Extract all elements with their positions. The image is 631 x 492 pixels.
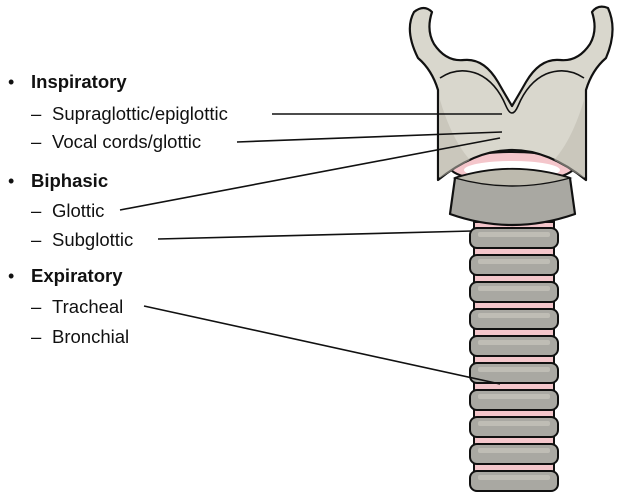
leader-vocal-cords <box>236 131 503 143</box>
bullet-biphasic: • <box>8 171 15 191</box>
tracheal-ring-highlight <box>478 394 550 399</box>
item-glottic: Glottic <box>52 200 105 221</box>
tracheal-ring <box>469 227 559 249</box>
item-dash: – <box>31 326 42 347</box>
tracheal-ring-highlight <box>478 421 550 426</box>
tracheal-ring <box>469 443 559 465</box>
bullet-expiratory: • <box>8 266 15 286</box>
tracheal-ring-highlight <box>478 232 550 237</box>
category-inspiratory: Inspiratory <box>31 71 127 92</box>
thyroid-shade-left <box>440 100 470 178</box>
item-dash: – <box>31 131 42 152</box>
trachea <box>469 221 559 492</box>
category-expiratory: Expiratory <box>31 265 123 286</box>
item-dash: – <box>31 103 42 124</box>
tracheal-ring <box>469 389 559 411</box>
tracheal-ring <box>469 308 559 330</box>
larynx <box>408 5 614 227</box>
item-bronchial: Bronchial <box>52 326 130 347</box>
item-subglottic: Subglottic <box>52 229 134 250</box>
leader-glottic <box>119 137 501 211</box>
item-vocal-cords: Vocal cords/glottic <box>52 131 202 152</box>
tracheal-ring-highlight <box>478 367 550 372</box>
thyroid-notch-contour <box>439 70 585 114</box>
item-dash: – <box>31 229 42 250</box>
tracheal-ring-highlight <box>478 313 550 318</box>
tracheal-ring <box>469 470 559 492</box>
leader-lines <box>119 113 503 385</box>
leader-tracheal <box>143 305 501 385</box>
tracheal-ring-highlight <box>478 259 550 264</box>
bullet-inspiratory: • <box>8 72 15 92</box>
tracheal-ring <box>469 416 559 438</box>
thyroid-cartilage <box>408 5 614 182</box>
tracheal-ring <box>469 362 559 384</box>
item-dash: – <box>31 200 42 221</box>
cricoid-top-band <box>452 168 573 187</box>
item-tracheal: Tracheal <box>52 296 124 317</box>
leader-subglottic <box>157 230 473 240</box>
tracheal-ring <box>469 335 559 357</box>
thyroid-shade-right <box>554 100 584 178</box>
tracheal-ring-highlight <box>478 475 550 480</box>
tracheal-ring <box>469 281 559 303</box>
item-dash: – <box>31 296 42 317</box>
tracheal-ring-highlight <box>478 340 550 345</box>
item-supraglottic: Supraglottic/epiglottic <box>52 103 228 124</box>
tracheal-ring <box>469 254 559 276</box>
tracheal-ring-highlight <box>478 448 550 453</box>
category-biphasic: Biphasic <box>31 170 109 191</box>
tracheal-ring-highlight <box>478 286 550 291</box>
